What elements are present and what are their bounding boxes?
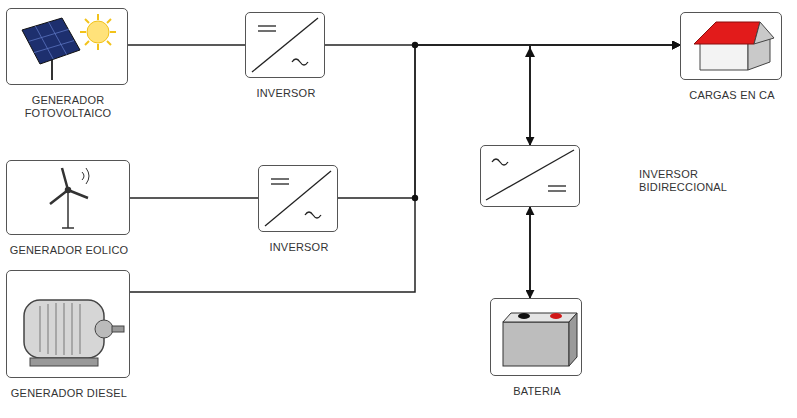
component-box: GENERADOR FOTOVOLTAICO	[6, 8, 128, 85]
component-label: INVERSOR BIDIRECCIONAL	[639, 168, 769, 194]
battery-icon	[503, 313, 577, 366]
component-box: BATERIA	[490, 298, 582, 376]
connector	[128, 44, 245, 46]
component-box: GENERADOR EOLICO	[6, 160, 130, 235]
component-label: INVERSOR	[231, 87, 341, 100]
connector	[338, 45, 680, 198]
pv-icon	[22, 14, 116, 80]
inverter-symbol	[265, 171, 331, 226]
component-label: GENERADOR FOTOVOLTAICO	[3, 94, 133, 120]
connector	[130, 45, 680, 292]
junction-dot	[412, 42, 418, 201]
component-box: GENERADOR DIESEL	[6, 270, 130, 378]
diesel-icon	[24, 300, 124, 366]
component-label: BATERIA	[482, 385, 592, 398]
component-label: CARGAS EN CA	[672, 89, 792, 102]
arrow-head	[525, 47, 535, 57]
component-label: GENERADOR DIESEL	[4, 387, 134, 400]
component-box: INVERSOR	[245, 12, 325, 78]
component-box: CARGAS EN CA	[680, 12, 782, 80]
connector	[530, 45, 680, 145]
bidirectional-inverter-symbol	[486, 150, 574, 200]
component-box: INVERSOR BIDIRECCIONAL	[480, 145, 580, 207]
wind-icon	[50, 168, 89, 228]
connector	[130, 197, 258, 199]
component-box: INVERSOR	[258, 165, 338, 232]
component-label: GENERADOR EOLICO	[4, 244, 134, 257]
house-icon	[694, 22, 774, 70]
component-label: INVERSOR	[244, 241, 354, 254]
inverter-symbol	[252, 18, 318, 72]
connector	[529, 207, 531, 298]
